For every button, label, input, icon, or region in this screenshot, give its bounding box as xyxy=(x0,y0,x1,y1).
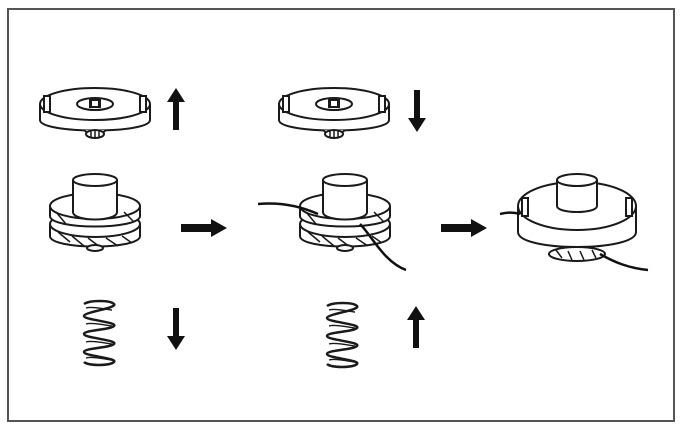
step-3-assembled-head xyxy=(499,173,649,272)
step-2-trimmer-line xyxy=(257,202,407,272)
